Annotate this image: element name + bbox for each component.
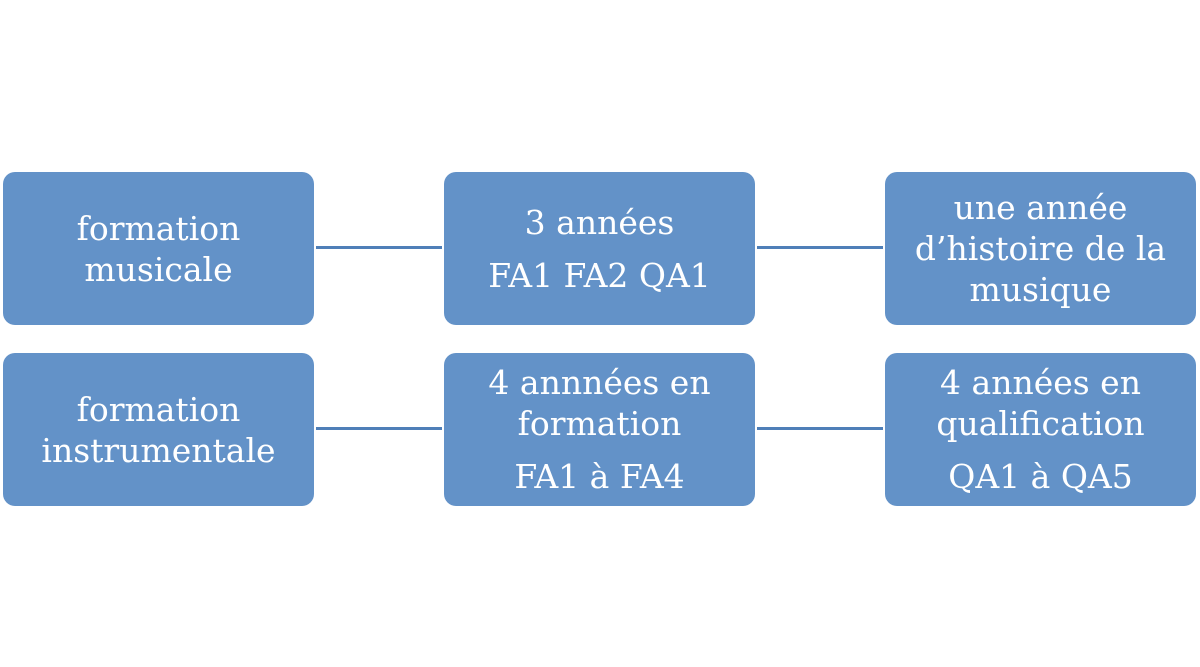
box-text-line: qualification xyxy=(936,404,1145,443)
connector-line xyxy=(316,246,442,249)
connector-line xyxy=(316,427,442,430)
connector-line xyxy=(757,427,883,430)
box-formation-instrumentale: formation instrumentale xyxy=(3,353,314,506)
box-annees-formation: 4 annnées en formation FA1 à FA4 xyxy=(444,353,755,506)
box-text-line: 4 années en xyxy=(940,363,1141,402)
box-text-line: 3 années xyxy=(524,202,675,242)
box-subtext: FA1 à FA4 xyxy=(514,457,685,496)
box-formation-musicale: formation musicale xyxy=(3,172,314,325)
connector-line xyxy=(757,246,883,249)
box-text-line: formation xyxy=(76,389,241,429)
box-text-line: d’histoire de la xyxy=(914,229,1167,268)
box-text-line: une année xyxy=(953,188,1128,227)
box-text-line: musicale xyxy=(84,249,233,289)
box-histoire-musique: une année d’histoire de la musique xyxy=(885,172,1196,325)
box-text-line: formation xyxy=(517,404,682,443)
box-subtext: FA1 FA2 QA1 xyxy=(488,255,711,295)
box-text-line: musique xyxy=(969,270,1112,309)
box-text-line: formation xyxy=(76,208,241,248)
box-duration-musicale: 3 années FA1 FA2 QA1 xyxy=(444,172,755,325)
box-text-line: 4 annnées en xyxy=(488,363,711,402)
box-subtext: QA1 à QA5 xyxy=(948,457,1133,496)
box-annees-qualification: 4 années en qualification QA1 à QA5 xyxy=(885,353,1196,506)
box-text-line: instrumentale xyxy=(41,430,276,470)
